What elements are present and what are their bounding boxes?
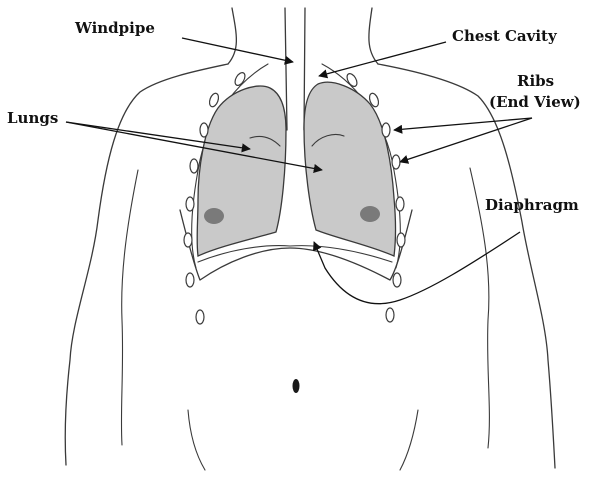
- rib-icon: [397, 233, 405, 247]
- right-hip-outline: [400, 410, 418, 470]
- chest-cavity-label: Chest Cavity: [452, 27, 557, 46]
- ribs-label: Ribs: [517, 72, 554, 91]
- rib-icon: [392, 155, 400, 169]
- navel-icon: [293, 379, 300, 393]
- diaphragm-label: Diaphragm: [485, 196, 579, 215]
- windpipe-left-edge: [285, 8, 287, 130]
- rib-icon: [208, 92, 220, 108]
- rib-icon: [382, 123, 390, 137]
- neck-left-outline: [228, 8, 236, 64]
- ribs-end-view-label: (End View): [489, 93, 581, 112]
- windpipe-arrow: [182, 38, 293, 62]
- left-lung-spot: [204, 208, 224, 224]
- rib-icon: [190, 159, 198, 173]
- rib-icon: [386, 308, 394, 322]
- rib-icon: [393, 273, 401, 287]
- rib-icon: [196, 310, 204, 324]
- rib-icon: [186, 273, 194, 287]
- rib-icon: [396, 197, 404, 211]
- left-lung: [197, 86, 286, 256]
- chest-cavity-arrow: [319, 42, 446, 76]
- rib-icon: [186, 197, 194, 211]
- rib-icon: [345, 72, 359, 88]
- lungs-label: Lungs: [7, 109, 58, 128]
- neck-right-outline: [369, 8, 378, 64]
- rib-icon: [200, 123, 208, 137]
- ribs-arrow-upper: [394, 118, 532, 130]
- right-lung-spot: [360, 206, 380, 222]
- windpipe-label: Windpipe: [75, 19, 155, 38]
- left-hip-outline: [188, 410, 205, 470]
- rib-icon: [184, 233, 192, 247]
- rib-icon: [233, 71, 247, 87]
- ribs-arrow-lower: [400, 118, 532, 162]
- left-torso-outline: [121, 170, 138, 445]
